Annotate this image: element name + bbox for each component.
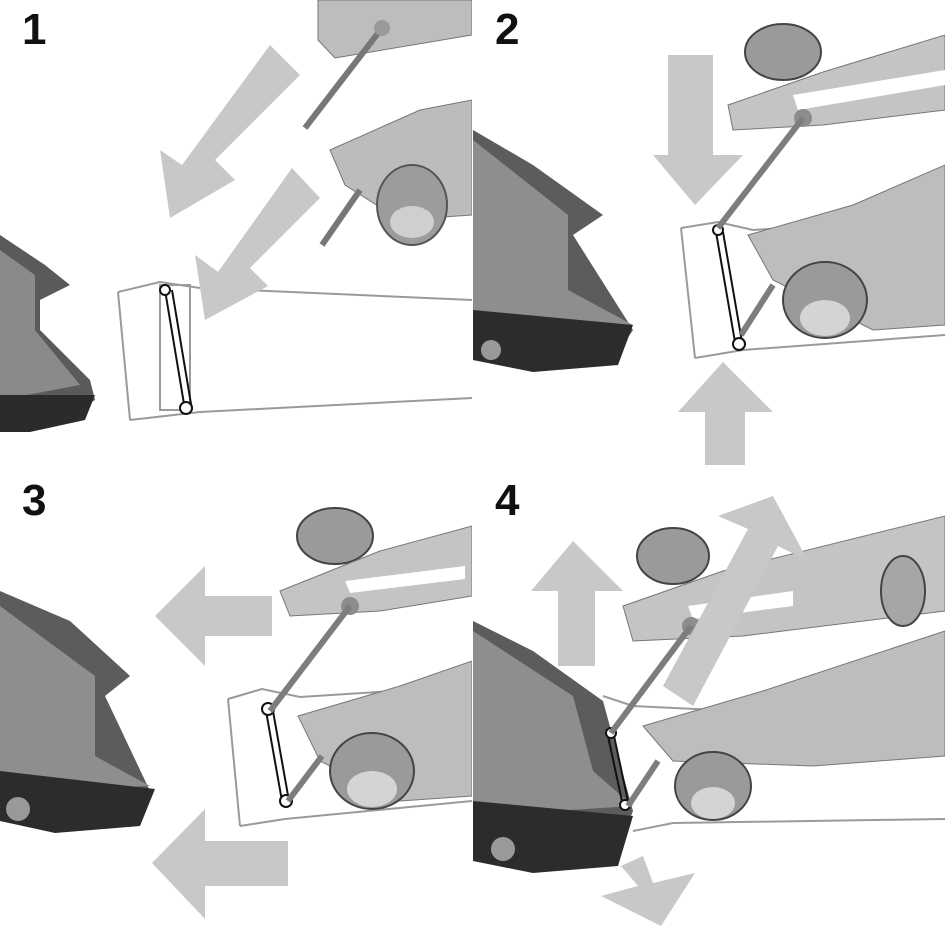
watch-case-icon [0, 591, 155, 833]
strap-outline [117, 280, 472, 421]
watch-case-icon [0, 235, 95, 432]
spring-bar-tool-icon [302, 0, 472, 247]
spring-bar-tool-icon [715, 23, 945, 339]
step-4-illustration [473, 496, 945, 926]
direction-arrow-icon [531, 496, 808, 926]
watch-case-icon [473, 621, 633, 873]
spring-bar-tool-icon [608, 515, 945, 821]
watch-case-icon [473, 130, 633, 372]
spring-bar-icon [261, 702, 293, 808]
spring-bar-icon [159, 284, 193, 415]
step-4-panel: 4 [473, 471, 945, 941]
step-number: 1 [22, 5, 47, 54]
direction-arrow-icon [160, 45, 320, 320]
direction-arrow-icon [653, 55, 773, 465]
step-2-illustration [473, 23, 945, 465]
step-3-panel: 3 [0, 471, 472, 941]
step-number: 3 [22, 476, 47, 525]
spring-bar-tool-icon [267, 507, 472, 810]
step-1-panel: 1 [0, 0, 472, 470]
step-2-panel: 2 [473, 0, 945, 470]
step-number: 2 [495, 5, 520, 54]
spring-bar-icon [712, 224, 746, 351]
step-3-illustration [0, 507, 472, 919]
direction-arrow-icon [152, 566, 288, 919]
step-number: 4 [495, 476, 520, 525]
step-1-illustration [0, 0, 472, 432]
